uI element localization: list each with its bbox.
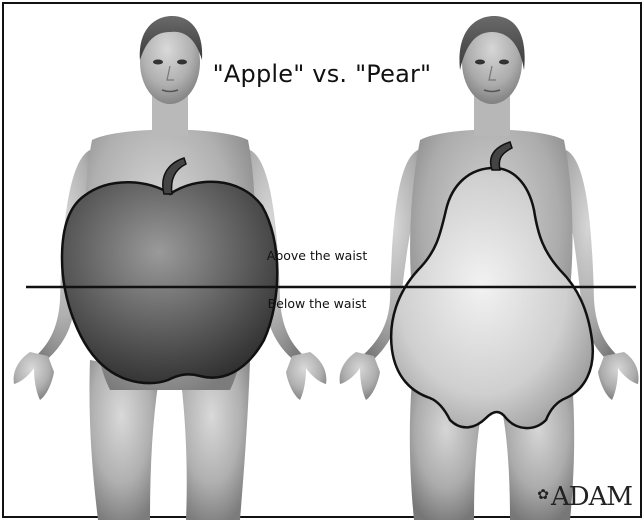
diagram-title: "Apple" vs. "Pear" [0,60,644,88]
adam-logo: ✿ADAM [537,482,632,512]
below-waist-label: Below the waist [262,296,372,311]
apple-figure [14,16,327,520]
pear-figure [340,16,639,520]
above-waist-label: Above the waist [262,248,372,263]
apple-shape [62,182,277,383]
adam-logo-mark-icon: ✿ [537,487,548,503]
adam-logo-text: ADAM [551,482,632,512]
